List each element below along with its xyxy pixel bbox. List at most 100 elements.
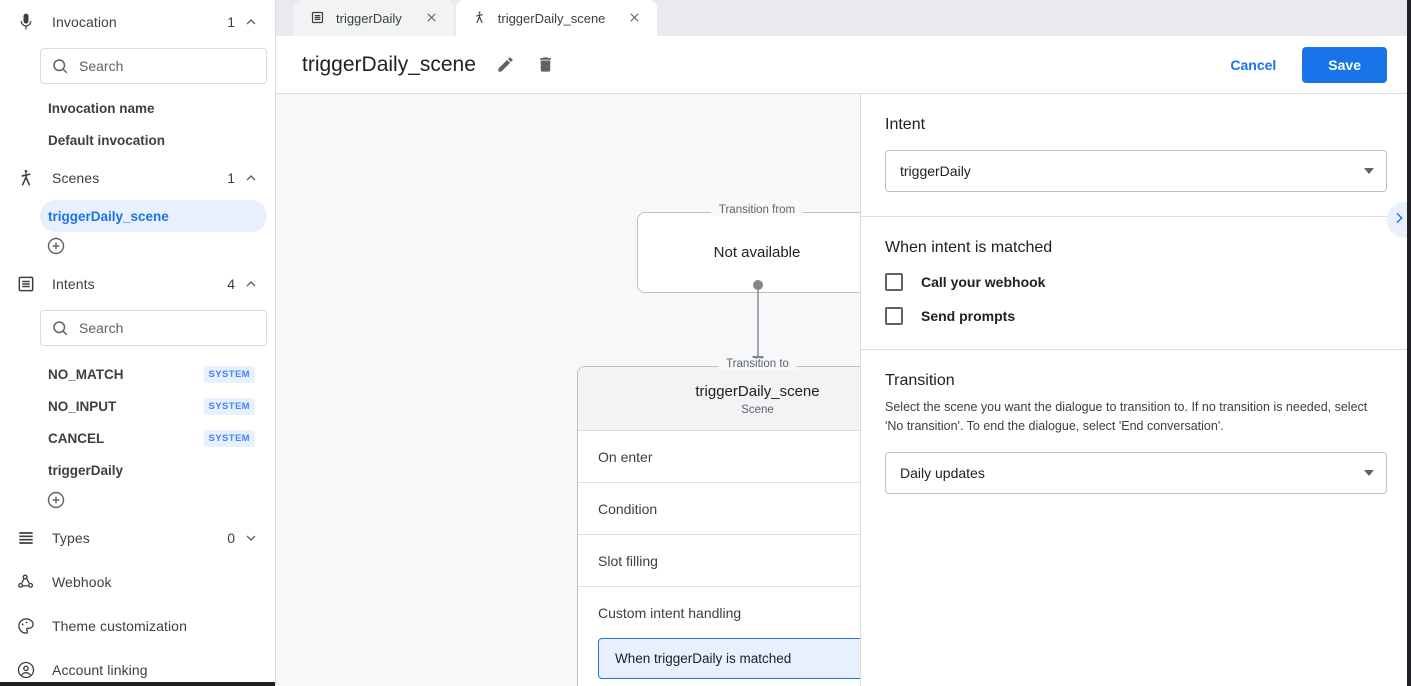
- scene-row-on-enter[interactable]: On enter +: [578, 431, 860, 483]
- search-icon: [51, 319, 69, 337]
- intent-section: Intent triggerDaily: [861, 94, 1411, 217]
- intent-select[interactable]: triggerDaily: [885, 150, 1387, 192]
- sidebar-section-count: 1: [227, 170, 235, 186]
- add-scene-button[interactable]: [46, 236, 66, 256]
- add-intent-row: [0, 486, 275, 516]
- when-intent-matched-heading: When intent is matched: [885, 239, 1053, 256]
- sidebar-section-scenes[interactable]: Scenes 1: [0, 156, 275, 200]
- sidebar-item-invocation-name[interactable]: Invocation name: [40, 92, 267, 124]
- pencil-icon[interactable]: [496, 55, 516, 75]
- scene-row-top: Custom intent handling +: [598, 587, 860, 638]
- tab-label: triggerDaily: [336, 10, 402, 26]
- properties-panel: Intent triggerDaily When intent is match…: [861, 94, 1411, 686]
- scene-node[interactable]: Transition to triggerDaily_scene Scene O…: [577, 358, 860, 686]
- palette-icon: [14, 614, 38, 638]
- intent-handler-chip[interactable]: When triggerDaily is matched: [598, 638, 860, 679]
- sidebar-section-invocation[interactable]: Invocation 1: [0, 0, 275, 44]
- chevron-down-icon: [1364, 469, 1374, 476]
- window-bottom-edge: [0, 682, 275, 686]
- sidebar-item-default-invocation[interactable]: Default invocation: [40, 124, 267, 156]
- when-intent-matched-section: When intent is matched Call your webhook…: [861, 217, 1411, 350]
- page-title: triggerDaily_scene: [302, 52, 476, 76]
- tab-triggerdaily-scene[interactable]: triggerDaily_scene: [455, 0, 658, 36]
- sidebar-item-no-input[interactable]: NO_INPUT SYSTEM: [40, 390, 267, 422]
- sidebar-item-no-match[interactable]: NO_MATCH SYSTEM: [40, 358, 267, 390]
- sidebar-section-count: 1: [227, 14, 235, 30]
- transition-select-value: Daily updates: [900, 464, 985, 481]
- call-your-webhook-checkbox[interactable]: [885, 273, 903, 291]
- transition-heading: Transition: [885, 372, 955, 389]
- add-intent-button[interactable]: [46, 490, 66, 510]
- send-prompts-checkbox[interactable]: [885, 307, 903, 325]
- chevron-up-icon: [243, 14, 259, 30]
- scene-row-slot-filling[interactable]: Slot filling +: [578, 535, 860, 587]
- scene-row-condition[interactable]: Condition +: [578, 483, 860, 535]
- scene-node-body: triggerDaily_scene Scene On enter + Con: [577, 366, 860, 686]
- main-area: triggerDaily triggerDaily_scene triggerD…: [276, 0, 1411, 686]
- sidebar-section-intents[interactable]: Intents 4: [0, 262, 275, 306]
- sidebar-section-label: Scenes: [52, 170, 100, 186]
- sidebar-item-label: Theme customization: [52, 618, 187, 634]
- sidebar-item-label: NO_MATCH: [48, 366, 124, 382]
- sidebar-item-triggerdaily[interactable]: triggerDaily: [40, 454, 267, 486]
- add-scene-row: [0, 232, 275, 262]
- microphone-icon: [14, 10, 38, 34]
- scene-tab-icon: [472, 10, 488, 26]
- sidebar-item-webhook[interactable]: Webhook: [0, 560, 275, 604]
- scene-row-custom-intent-handling[interactable]: Custom intent handling + When triggerDai…: [578, 587, 860, 686]
- invocation-search-input[interactable]: Search: [40, 48, 267, 84]
- search-icon: [51, 57, 69, 75]
- sidebar-section-types[interactable]: Types 0: [0, 516, 275, 560]
- sidebar-item-cancel[interactable]: CANCEL SYSTEM: [40, 422, 267, 454]
- close-icon[interactable]: [424, 10, 440, 26]
- chevron-down-icon: [243, 530, 259, 546]
- body-split: Transition from Not available Transition…: [276, 94, 1411, 686]
- scene-row-label: On enter: [598, 448, 653, 465]
- intent-tab-icon: [310, 10, 326, 26]
- transition-to-legend: Transition to: [718, 358, 797, 370]
- save-button[interactable]: Save: [1302, 46, 1387, 83]
- call-your-webhook-row[interactable]: Call your webhook: [885, 273, 1387, 291]
- scene-row-top: Condition +: [598, 483, 860, 534]
- sidebar-item-label: triggerDaily_scene: [48, 208, 169, 224]
- chevron-right-icon: [1391, 210, 1407, 231]
- sidebar-section-count: 4: [227, 276, 235, 292]
- invocation-search-placeholder: Search: [79, 58, 124, 74]
- sidebar-section-label: Types: [52, 530, 90, 546]
- tab-triggerdaily[interactable]: triggerDaily: [294, 0, 454, 36]
- sidebar: Invocation 1 Search Invocation name Defa…: [0, 0, 276, 686]
- cancel-button[interactable]: Cancel: [1218, 48, 1288, 82]
- sidebar-item-label: Default invocation: [48, 132, 166, 148]
- intents-search-wrap: Search: [0, 306, 275, 354]
- chevron-up-icon: [243, 170, 259, 186]
- sidebar-item-triggerdaily-scene[interactable]: triggerDaily_scene: [40, 200, 267, 232]
- scene-graph-canvas[interactable]: Transition from Not available Transition…: [276, 94, 861, 686]
- transition-select[interactable]: Daily updates: [885, 451, 1387, 494]
- scene-row-label: Slot filling: [598, 552, 658, 569]
- call-your-webhook-label: Call your webhook: [921, 274, 1046, 290]
- transition-description: Select the scene you want the dialogue t…: [885, 400, 1368, 433]
- types-icon: [14, 526, 38, 550]
- trash-icon[interactable]: [536, 55, 556, 75]
- intents-search-input[interactable]: Search: [40, 310, 267, 346]
- transition-from-legend: Transition from: [710, 204, 804, 216]
- tab-strip: triggerDaily triggerDaily_scene: [276, 0, 1411, 36]
- scene-row-top: Slot filling +: [598, 535, 860, 586]
- sidebar-item-label: CANCEL: [48, 430, 105, 446]
- transition-from-node[interactable]: Transition from Not available: [637, 204, 860, 293]
- sidebar-item-theme-customization[interactable]: Theme customization: [0, 604, 275, 648]
- scene-row-top: On enter +: [598, 431, 860, 482]
- chevron-down-icon: [1364, 168, 1374, 174]
- intent-select-value: triggerDaily: [900, 163, 971, 179]
- sidebar-item-label: Webhook: [52, 574, 112, 590]
- send-prompts-row[interactable]: Send prompts: [885, 307, 1387, 325]
- close-icon[interactable]: [627, 10, 643, 26]
- scene-node-subtitle: Scene: [741, 404, 774, 416]
- scene-node-header: triggerDaily_scene Scene: [578, 367, 860, 431]
- sidebar-item-account-linking[interactable]: Account linking: [0, 648, 275, 686]
- invocation-search-wrap: Search: [0, 44, 275, 92]
- sidebar-item-label: triggerDaily: [48, 462, 124, 478]
- sidebar-section-label: Invocation: [52, 14, 117, 30]
- window-right-edge: [1407, 0, 1411, 686]
- status-badge: SYSTEM: [203, 365, 255, 383]
